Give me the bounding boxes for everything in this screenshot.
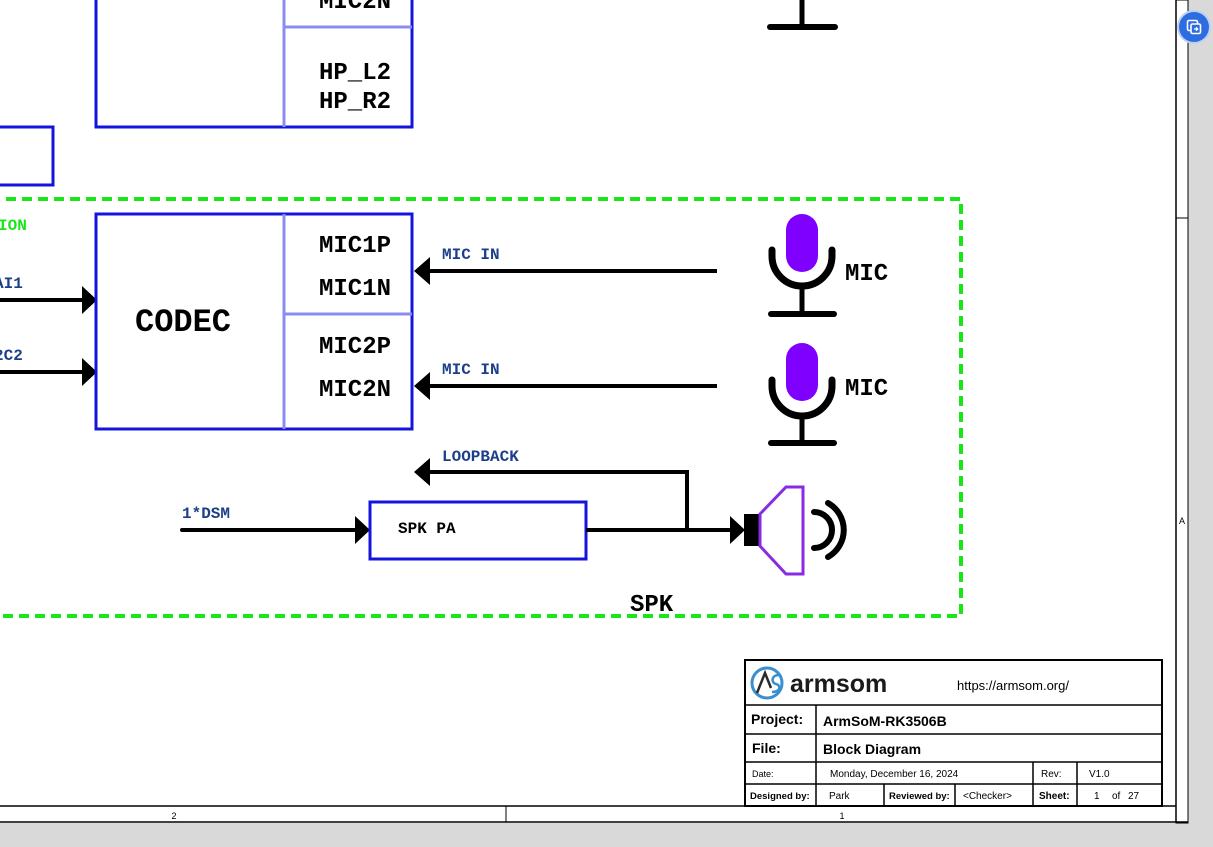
arrow-head-mic-in-2 — [414, 372, 430, 400]
armsom-logo-text: armsom — [790, 670, 887, 698]
rev-label: Rev: — [1041, 769, 1062, 780]
codec-block-top: MIC2N HP_L2 HP_R2 — [94, 0, 414, 129]
arrow-head-ai1 — [82, 286, 97, 314]
zone-label-2: 2 — [171, 811, 176, 821]
arrow-head-2c2 — [82, 358, 97, 386]
pin-hp-r2: HP_R2 — [319, 89, 391, 116]
mic-in-label-1: MIC IN — [442, 246, 500, 264]
reviewed-by-value: <Checker> — [963, 791, 1012, 802]
date-value: Monday, December 16, 2024 — [830, 769, 959, 780]
armsom-logo-icon — [750, 666, 784, 700]
rev-value: V1.0 — [1089, 769, 1110, 780]
codec-label: CODEC — [135, 304, 231, 341]
sheet-label: Sheet: — [1039, 791, 1070, 802]
loopback-label: LOOPBACK — [442, 448, 519, 466]
viewer-side-button[interactable] — [1179, 12, 1209, 42]
designed-by-value: Park — [829, 791, 851, 802]
spk-label: SPK — [630, 592, 674, 619]
left-block-partial — [0, 125, 55, 187]
spk-pa-label: SPK PA — [398, 520, 456, 538]
arrow-head-loopback — [414, 458, 430, 486]
title-block-url: https://armsom.org/ — [957, 678, 1069, 693]
pin-mic1n: MIC1N — [319, 276, 391, 303]
dsm-label: 1*DSM — [182, 505, 230, 523]
audio-section-border — [0, 197, 963, 618]
mic-label-1: MIC — [845, 261, 888, 288]
project-label: Project: — [751, 711, 803, 727]
title-block: armsom https://armsom.org/ Project: ArmS… — [744, 659, 1163, 807]
arrow-head-mic-in-1 — [414, 257, 430, 285]
pin-hp-l2: HP_L2 — [319, 60, 391, 87]
arrow-head-spk — [730, 516, 745, 544]
signal-label-2c2: 2C2 — [0, 347, 23, 365]
mic-label-2: MIC — [845, 376, 888, 403]
copy-window-icon — [1186, 19, 1202, 35]
file-label: File: — [752, 740, 781, 756]
pin-mic1p: MIC1P — [319, 233, 391, 260]
file-value: Block Diagram — [823, 741, 921, 757]
codec-block: CODEC MIC1P MIC1N MIC2P MIC2N — [94, 212, 414, 431]
audio-section-label: ION — [0, 217, 27, 235]
arrow-head-dsm — [355, 516, 370, 544]
sheet-of-label: of — [1112, 791, 1121, 802]
zone-label-1: 1 — [839, 811, 844, 821]
pin-mic2n-top: MIC2N — [319, 0, 391, 16]
reviewed-by-label: Reviewed by: — [889, 791, 950, 802]
sheet-total: 27 — [1128, 791, 1140, 802]
project-value: ArmSoM-RK3506B — [823, 713, 947, 729]
sheet-number: 1 — [1094, 791, 1100, 802]
speaker-icon — [744, 485, 847, 576]
microphone-icon-1 — [768, 214, 837, 317]
pin-mic2n: MIC2N — [319, 377, 391, 404]
signal-label-ai1: AI1 — [0, 275, 23, 293]
mic-in-label-2: MIC IN — [442, 361, 500, 379]
designed-by-label: Designed by: — [750, 791, 810, 802]
pin-mic2p: MIC2P — [319, 334, 391, 361]
mic-icon-top-partial — [767, 0, 838, 30]
zone-label-a: A — [1179, 516, 1185, 526]
date-label: Date: — [752, 769, 774, 779]
microphone-icon-2 — [768, 343, 837, 446]
